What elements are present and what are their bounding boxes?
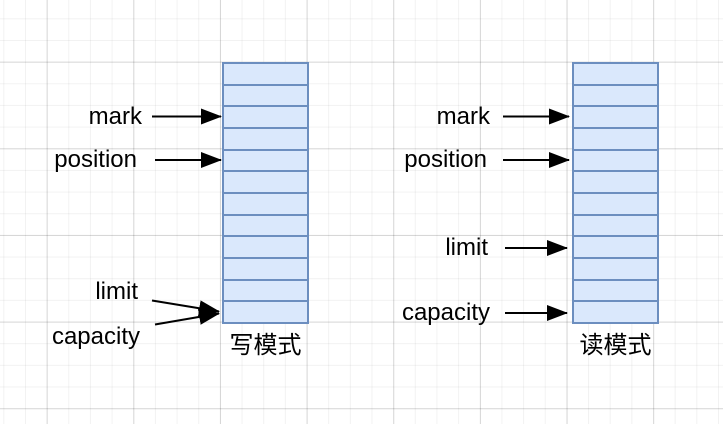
- right-mark-label: mark: [436, 103, 490, 130]
- buffer-cell: [572, 105, 659, 130]
- buffer-cell: [572, 192, 659, 216]
- buffer-cell: [572, 278, 659, 303]
- left-capacity-label: capacity: [51, 323, 140, 350]
- left-limit-arrow: [151, 299, 220, 317]
- read-mode-buffer-stack: [572, 62, 659, 325]
- buffer-cell: [222, 62, 309, 86]
- left-limit-label: limit: [95, 278, 138, 305]
- buffer-cell: [222, 148, 309, 173]
- buffer-cell: [572, 83, 659, 108]
- buffer-cell: [572, 148, 659, 173]
- write-mode-buffer-stack: [222, 62, 309, 325]
- buffer-cell: [572, 127, 659, 151]
- read-mode-title: 读模式: [579, 332, 652, 359]
- buffer-cell: [572, 170, 659, 195]
- buffer-cell: [222, 300, 309, 325]
- buffer-cell: [572, 235, 659, 260]
- right-position-label: position: [404, 146, 487, 173]
- left-position-label: position: [54, 146, 137, 173]
- buffer-cell: [222, 192, 309, 216]
- buffer-cell: [222, 235, 309, 260]
- buffer-cell: [222, 170, 309, 195]
- left-mark-label: mark: [88, 103, 142, 130]
- buffer-cell: [222, 213, 309, 238]
- buffer-cell: [572, 300, 659, 325]
- buffer-cell: [572, 62, 659, 86]
- right-limit-label: limit: [445, 234, 488, 261]
- buffer-cell: [222, 105, 309, 130]
- left-capacity-arrow: [154, 309, 220, 326]
- buffer-cell: [222, 278, 309, 303]
- right-capacity-label: capacity: [401, 299, 490, 326]
- buffer-cell: [222, 257, 309, 281]
- buffer-cell: [572, 257, 659, 281]
- buffer-cell: [222, 83, 309, 108]
- buffer-cell: [222, 127, 309, 151]
- buffer-cell: [572, 213, 659, 238]
- write-mode-title: 写模式: [229, 332, 302, 359]
